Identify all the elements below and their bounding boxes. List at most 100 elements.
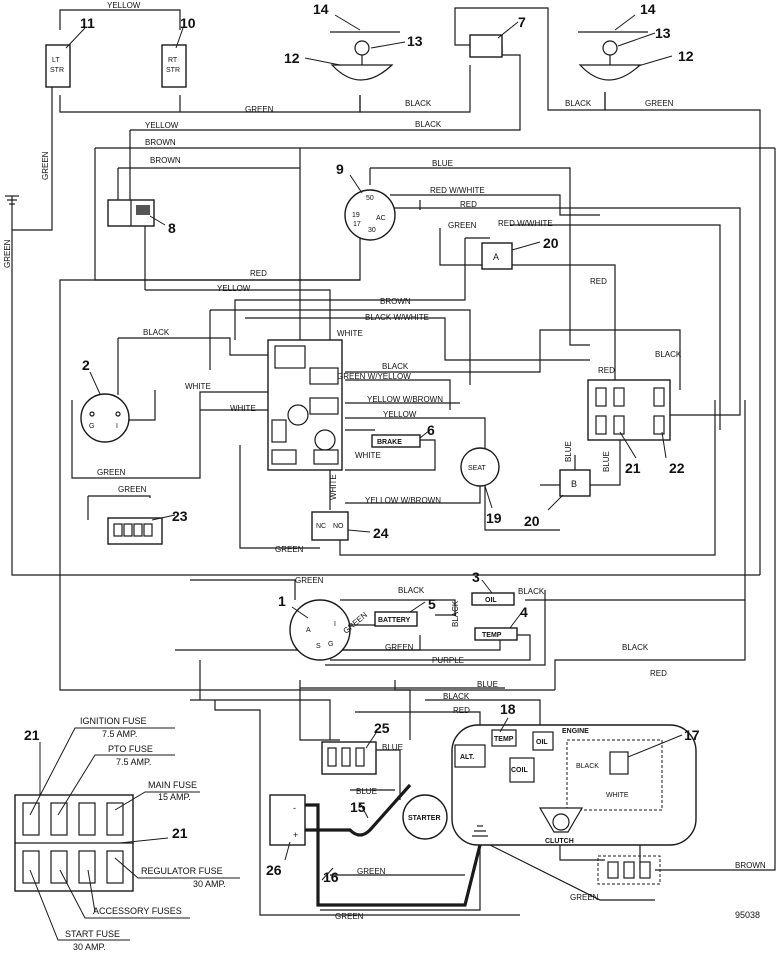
wire-label: GREEN — [570, 893, 599, 902]
ign-50: 50 — [366, 195, 374, 202]
wire-label: RED — [598, 366, 615, 375]
callout-20: 20 — [543, 235, 559, 251]
wire-label: WHITE — [230, 404, 256, 413]
brake-switch: BRAKE — [371, 434, 421, 448]
wire-label: GREEN — [295, 576, 324, 585]
callout-3: 3 — [472, 569, 480, 585]
callout-26: 26 — [266, 862, 282, 878]
wire-label: GREEN W/YELLOW — [337, 372, 411, 381]
starter: STARTER — [402, 794, 448, 840]
wire-label: YELLOW — [217, 284, 251, 293]
callout-21: 21 — [24, 727, 40, 743]
wire-label: GREEN — [41, 151, 50, 180]
turn-relay-block — [107, 199, 155, 227]
callout-22: 22 — [669, 460, 685, 476]
callout-15: 15 — [350, 799, 366, 815]
wire-label: BROWN — [735, 861, 766, 870]
callout-4: 4 — [520, 604, 528, 620]
callout-12: 12 — [284, 50, 300, 66]
wire-label: RED — [250, 269, 267, 278]
callout-5: 5 — [428, 596, 436, 612]
wire-label: BROWN — [150, 156, 181, 165]
ign-17: 17 — [353, 221, 361, 228]
lt-str-line1: LT — [52, 57, 60, 64]
wire-label: BROWN — [145, 138, 176, 147]
temp-sender-label: TEMP — [494, 736, 514, 743]
wire-label: BLUE — [356, 787, 377, 796]
clutch-connector — [597, 855, 661, 885]
wire-label: GREEN — [335, 912, 364, 921]
wire-label: BLACK — [622, 643, 649, 652]
callout-19: 19 — [486, 510, 502, 526]
ignition-fuse-amp: 7.5 AMP. — [102, 729, 137, 739]
wire-label: BLUE — [564, 441, 573, 462]
engine: ENGINE ALT. TEMP OIL COIL BLACK WHITE — [451, 724, 697, 846]
fuse-block — [14, 794, 134, 892]
brake-label: BRAKE — [377, 439, 402, 446]
key-a: A — [306, 627, 311, 634]
start-fuse-amp: 30 AMP. — [73, 942, 106, 952]
accessory-fuses-label: ACCESSORY FUSES — [93, 906, 182, 916]
wire-label: GREEN — [357, 867, 386, 876]
temp-gauge-label: TEMP — [482, 632, 502, 639]
ign-30: 30 — [368, 227, 376, 234]
callout-7: 7 — [518, 14, 526, 30]
callout-16: 16 — [323, 869, 339, 885]
alt-label: ALT. — [460, 754, 474, 761]
battery-label: BATTERY — [378, 617, 411, 624]
callout-9: 9 — [336, 161, 344, 177]
interlock-switch-2: G I — [80, 393, 130, 443]
headlight-switch — [469, 34, 503, 58]
wire-label: WHITE — [185, 382, 211, 391]
wire-label: YELLOW — [383, 410, 417, 419]
coil-label: COIL — [511, 767, 528, 774]
wire-label: BLACK — [655, 350, 682, 359]
no-label: NO — [333, 523, 344, 530]
regulator-fuse-label: REGULATOR FUSE — [141, 866, 223, 876]
wire-label: BLACK W/WHITE — [365, 313, 429, 322]
seat-switch: SEAT — [460, 447, 500, 487]
callout-13: 13 — [407, 33, 423, 49]
battery-cables — [305, 783, 482, 907]
sw2-i: I — [116, 423, 118, 430]
wire-label: BLACK — [143, 328, 170, 337]
lt-str-line2: STR — [50, 67, 64, 74]
wire-label: GREEN — [645, 99, 674, 108]
oil-gauge-label: OIL — [485, 597, 497, 604]
main-fuse-label: MAIN FUSE — [148, 780, 197, 790]
pto-fuse-label: PTO FUSE — [108, 744, 153, 754]
key-s: S — [316, 643, 321, 650]
engine-ground — [472, 825, 488, 837]
wire-label: YELLOW W/BROWN — [367, 395, 443, 404]
temp-gauge: TEMP — [474, 627, 518, 641]
ign-ac: AC — [376, 215, 386, 222]
wire-label: WHITE — [329, 474, 338, 500]
callout-20: 20 — [524, 513, 540, 529]
wire-label: YELLOW W/BROWN — [365, 496, 441, 505]
starter-label: STARTER — [408, 815, 441, 822]
nc-label: NC — [316, 523, 326, 530]
wire-label: PURPLE — [432, 656, 464, 665]
left-turn-signal-switch: LT STR — [45, 44, 71, 88]
callout-13: 13 — [655, 25, 671, 41]
ignition-fuse-label: IGNITION FUSE — [80, 716, 147, 726]
right-headlight — [578, 31, 648, 81]
fuse-relay-panel — [587, 379, 671, 441]
legend-leaders — [29, 727, 240, 941]
oil-sender-label: OIL — [536, 739, 548, 746]
main-harness-connectors — [267, 339, 343, 471]
relay-b-label: B — [571, 479, 577, 489]
callout-17: 17 — [684, 727, 700, 743]
engine-label: ENGINE — [562, 728, 589, 735]
rt-str-line1: RT — [168, 57, 178, 64]
wire-label: BLUE — [382, 743, 403, 752]
callout-14: 14 — [313, 1, 329, 17]
wire-label: GREEN — [245, 105, 274, 114]
key-i: I — [334, 621, 336, 628]
battery-plus: + — [293, 830, 298, 840]
wire-label: RED W/WHITE — [498, 219, 553, 228]
callout-11: 11 — [80, 15, 95, 31]
regulator-fuse-amp: 30 AMP. — [193, 879, 226, 889]
wire-label: GREEN — [385, 643, 414, 652]
